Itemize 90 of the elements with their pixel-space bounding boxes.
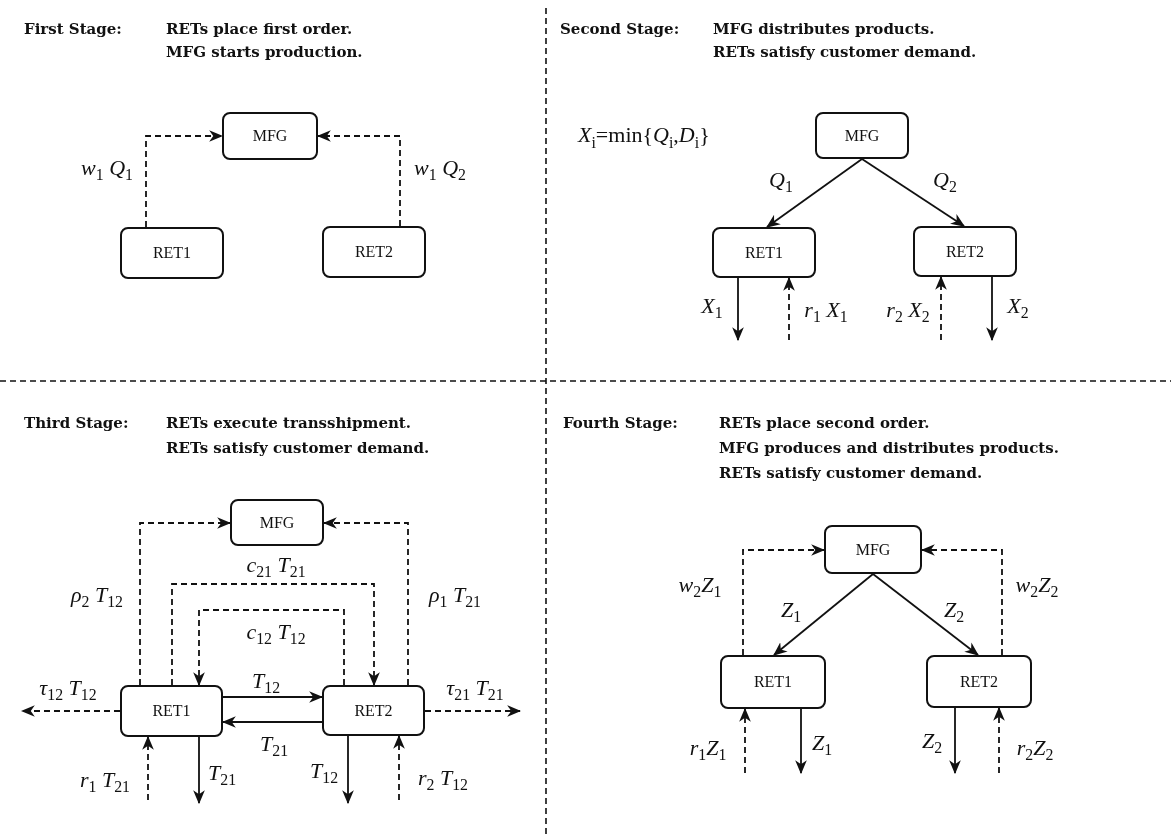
edge-label: r$_{2}$Z$_{2}$ xyxy=(1016,736,1054,764)
stage-text: RETs place second order. xyxy=(719,416,930,431)
process-box xyxy=(815,112,909,159)
dashed-arrow xyxy=(193,609,345,687)
edge-label: Z$_{1}$ xyxy=(780,598,802,626)
box-label: RET2 xyxy=(959,672,999,691)
box-label: RET1 xyxy=(152,244,192,262)
edge-label: τ$_{12}$ T$_{12}$ xyxy=(39,676,97,704)
stage-text: Fourth Stage: xyxy=(563,416,678,431)
dashed-arrow xyxy=(993,706,1005,774)
box-label: RET1 xyxy=(753,673,793,691)
edge-label: X$_{1}$ xyxy=(701,294,723,322)
edge-label: T$_{12}$ xyxy=(251,669,281,697)
box-label: MFG xyxy=(844,126,880,145)
edge-label: r$_{2}$ T$_{12}$ xyxy=(417,766,469,794)
formula: X$_{i}$=min{Q$_{i}$,D$_{i}$} xyxy=(578,124,710,151)
stage-text: Second Stage: xyxy=(560,22,680,37)
dashed-arrow xyxy=(424,705,522,717)
box-label: RET1 xyxy=(744,243,784,262)
dashed-arrow xyxy=(393,734,405,801)
process-box xyxy=(322,685,425,736)
edge-label: r$_{2}$ X$_{2}$ xyxy=(886,298,930,326)
dashed-arrow xyxy=(935,275,947,341)
process-box xyxy=(120,227,224,279)
arrow xyxy=(949,707,961,775)
dashed-arrow xyxy=(920,544,1003,656)
dashed-arrow xyxy=(142,735,154,801)
arrow xyxy=(872,573,979,656)
edge-label: T$_{21}$ xyxy=(259,732,289,760)
edge-label: ρ$_{2}$ T$_{12}$ xyxy=(70,583,124,611)
edge-label: w$_{2}$Z$_{2}$ xyxy=(1015,573,1059,601)
edge-label: Z$_{2}$ xyxy=(943,598,965,626)
edge-label: T$_{12}$ xyxy=(309,759,339,787)
stage-text: MFG distributes products. xyxy=(713,22,935,37)
dashed-arrow xyxy=(139,517,232,686)
edge-label: w$_{2}$Z$_{1}$ xyxy=(678,573,722,601)
dashed-arrow xyxy=(783,276,795,341)
stage-text: RETs execute transshipment. xyxy=(166,416,412,431)
process-box xyxy=(913,226,1017,277)
arrow xyxy=(193,736,205,805)
edge-label: Z$_{2}$ xyxy=(921,729,943,757)
box-label: MFG xyxy=(252,127,288,145)
edge-label: Q$_{2}$ xyxy=(933,168,957,196)
arrow xyxy=(732,277,744,342)
box-label: RET2 xyxy=(945,242,985,261)
arrow xyxy=(795,708,807,775)
box-label: RET1 xyxy=(152,702,191,720)
edge-label: τ$_{21}$ T$_{21}$ xyxy=(446,676,504,704)
edge-label: r$_{1}$Z$_{1}$ xyxy=(689,736,727,764)
edge-label: ρ$_{1}$ T$_{21}$ xyxy=(428,583,482,611)
box-label: MFG xyxy=(259,513,295,532)
dashed-arrow xyxy=(145,130,224,228)
process-box xyxy=(926,655,1032,708)
process-box xyxy=(712,227,816,278)
box-label: MFG xyxy=(855,540,891,559)
edge-label: X$_{2}$ xyxy=(1007,294,1029,322)
arrow xyxy=(342,735,354,805)
edge-label: w$_{1}$ Q$_{2}$ xyxy=(414,156,466,184)
dashed-arrow xyxy=(322,517,409,686)
stage-text: RETs place first order. xyxy=(166,22,353,37)
stage-text: Third Stage: xyxy=(24,416,129,431)
dashed-arrow xyxy=(316,130,401,227)
arrow xyxy=(766,158,863,228)
stage-text: First Stage: xyxy=(24,22,122,37)
dashed-arrow xyxy=(739,707,751,774)
edge-label: w$_{1}$ Q$_{1}$ xyxy=(81,156,133,184)
arrow xyxy=(222,691,324,703)
process-box xyxy=(230,499,324,546)
process-box xyxy=(720,655,826,709)
edge-label: c$_{12}$ T$_{12}$ xyxy=(246,620,306,648)
arrow xyxy=(221,716,323,728)
process-box xyxy=(322,226,426,278)
arrow xyxy=(861,158,965,227)
arrow xyxy=(773,573,874,656)
edge-label: c$_{21}$ T$_{21}$ xyxy=(246,553,306,581)
stage-text: MFG produces and distributes products. xyxy=(719,441,1059,456)
box-label: RET2 xyxy=(354,701,393,720)
dashed-arrow xyxy=(20,705,121,717)
process-box xyxy=(120,685,223,737)
edge-label: T$_{21}$ xyxy=(207,761,237,789)
process-box xyxy=(222,112,318,160)
edge-label: r$_{1}$ T$_{21}$ xyxy=(79,768,131,796)
arrow xyxy=(986,276,998,342)
edge-label: r$_{1}$ X$_{1}$ xyxy=(804,298,848,326)
edge-label: Z$_{1}$ xyxy=(811,731,833,759)
box-label: RET2 xyxy=(354,243,394,261)
edge-label: Q$_{1}$ xyxy=(769,168,793,196)
dashed-arrow xyxy=(742,544,826,656)
process-box xyxy=(824,525,922,574)
dashed-arrow xyxy=(171,583,380,687)
